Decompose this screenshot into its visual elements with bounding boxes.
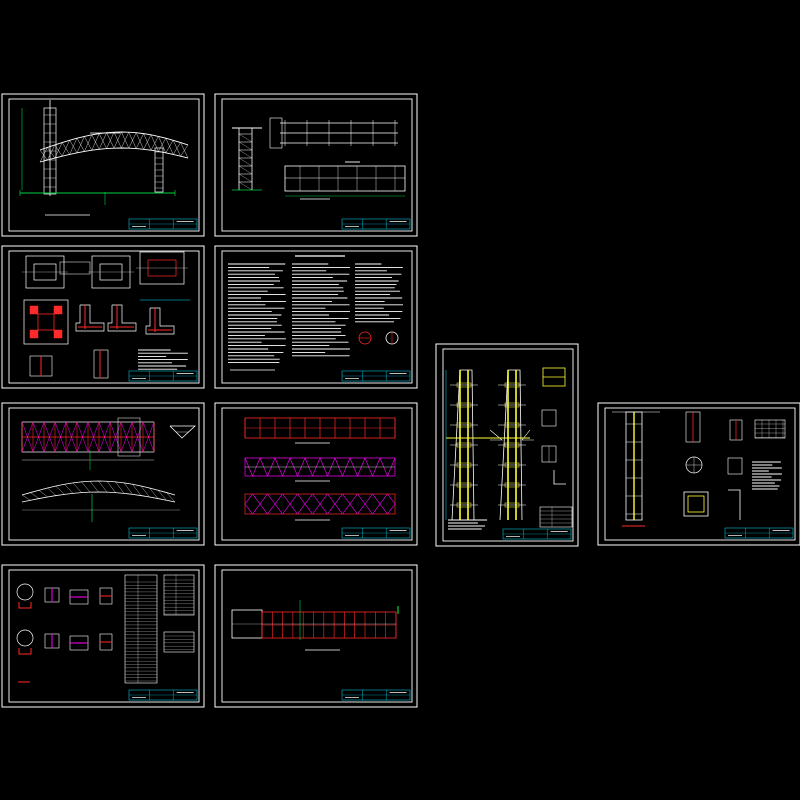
sheet-1 [1, 93, 205, 237]
sheet-7 [435, 343, 579, 547]
sheet-9 [1, 564, 205, 708]
sheet-3 [1, 245, 205, 389]
sheet-2 [214, 93, 418, 237]
sheet-4 [214, 245, 418, 389]
sheet-5 [1, 402, 205, 546]
sheet-10 [214, 564, 418, 708]
sheet-8 [597, 402, 800, 546]
sheet-6 [214, 402, 418, 546]
